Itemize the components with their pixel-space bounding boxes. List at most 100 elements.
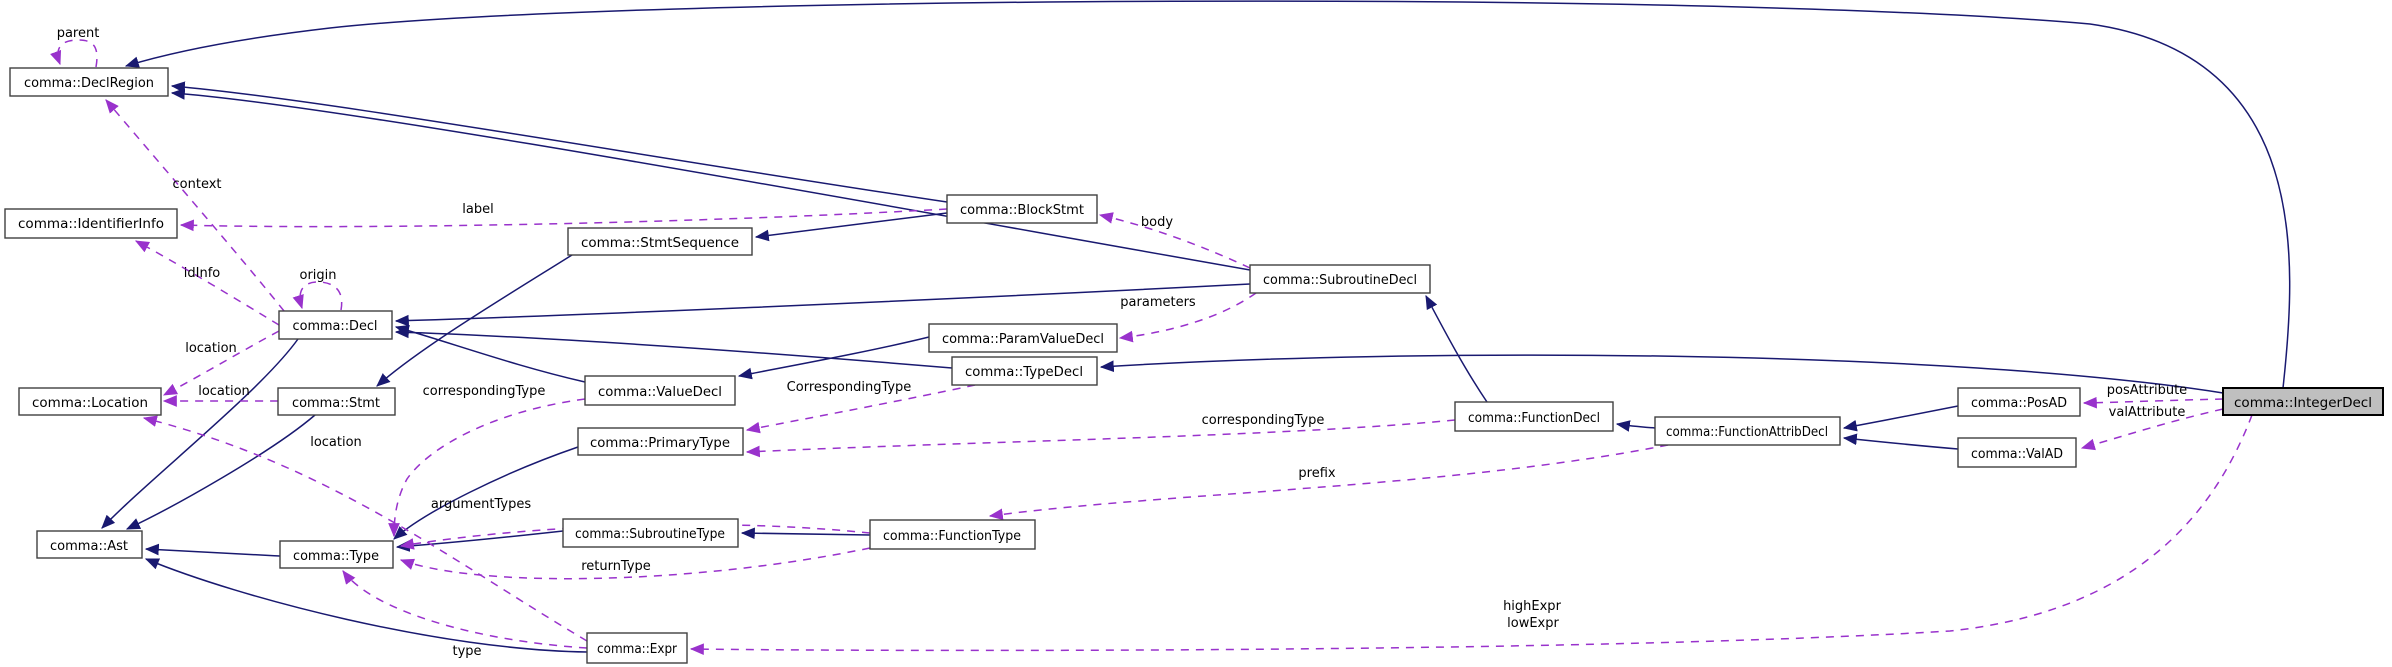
edge-type-to-ast: [144, 543, 281, 557]
edge-label: [179, 208, 948, 232]
edge-label-correspondingtype-functiondecl: correspondingType: [1202, 413, 1325, 428]
edge-label-location-stmt: location: [198, 384, 250, 399]
svg-text:comma::Decl: comma::Decl: [293, 318, 378, 334]
edge-posad-to-functionattribdecl: [1842, 405, 1959, 432]
node-comma-type[interactable]: comma::Type: [279, 540, 394, 569]
edge-expr-to-ast: [144, 558, 588, 653]
svg-text:comma::Stmt: comma::Stmt: [292, 395, 380, 411]
node-comma-primarytype[interactable]: comma::PrimaryType: [577, 427, 744, 456]
edge-primarytype-to-type: [393, 446, 579, 540]
edge-context: [105, 99, 285, 312]
node-comma-integerdecl: comma::IntegerDecl: [2222, 387, 2384, 416]
edge-label-idinfo: idInfo: [184, 266, 221, 281]
edge-label-location-decl: location: [185, 341, 237, 356]
usage-edges: [50, 39, 2253, 655]
edge-parent-self-loop: [50, 39, 98, 68]
svg-text:comma::SubroutineDecl: comma::SubroutineDecl: [1263, 272, 1417, 288]
edge-label-correspondingtype-typedecl: CorrespondingType: [787, 380, 912, 395]
edge-parameters: [1118, 292, 1257, 343]
svg-text:comma::PrimaryType: comma::PrimaryType: [590, 435, 730, 451]
edge-body: [1098, 212, 1251, 269]
node-comma-location[interactable]: comma::Location: [18, 387, 162, 416]
edge-integerdecl-to-typedecl: [1099, 354, 2224, 394]
edge-stmtsequence-to-stmt: [376, 254, 573, 387]
edge-origin-self-loop: [292, 281, 343, 311]
svg-text:comma::DeclRegion: comma::DeclRegion: [24, 75, 154, 91]
svg-text:comma::ValueDecl: comma::ValueDecl: [598, 384, 722, 400]
edge-label-parent: parent: [57, 26, 100, 41]
edge-correspondingtype-functiondecl: [745, 419, 1456, 458]
svg-text:comma::BlockStmt: comma::BlockStmt: [960, 202, 1084, 218]
node-comma-identifierinfo[interactable]: comma::IdentifierInfo: [4, 208, 178, 239]
svg-text:comma::Location: comma::Location: [32, 395, 148, 411]
node-comma-stmt[interactable]: comma::Stmt: [277, 387, 396, 416]
edge-blockstmt-to-declregion: [170, 81, 948, 203]
svg-text:comma::Type: comma::Type: [293, 548, 379, 564]
svg-text:comma::SubroutineType: comma::SubroutineType: [575, 526, 725, 542]
node-comma-posad[interactable]: comma::PosAD: [1957, 387, 2081, 417]
edge-label-location-expr: location: [310, 435, 362, 450]
edge-label-valattribute: valAttribute: [2109, 405, 2186, 420]
graph-nodes: comma::DeclRegion comma::IdentifierInfo …: [4, 67, 2384, 664]
edge-returntype: [399, 547, 871, 580]
edge-subroutinetype-to-type: [395, 530, 564, 552]
edge-label-body: body: [1141, 215, 1173, 230]
node-comma-expr[interactable]: comma::Expr: [586, 632, 688, 664]
node-comma-subroutinedecl[interactable]: comma::SubroutineDecl: [1249, 264, 1431, 294]
edge-typedecl-to-decl: [394, 326, 953, 369]
edge-label-posattribute: posAttribute: [2107, 383, 2187, 398]
edge-label-returntype: returnType: [581, 559, 651, 574]
node-comma-functiondecl[interactable]: comma::FunctionDecl: [1454, 401, 1614, 432]
edge-functiondecl-to-subroutinedecl: [1425, 294, 1488, 403]
edge-label-label: label: [462, 202, 493, 217]
node-comma-declregion[interactable]: comma::DeclRegion: [9, 67, 169, 97]
node-comma-decl[interactable]: comma::Decl: [278, 310, 393, 340]
svg-text:comma::IntegerDecl: comma::IntegerDecl: [2234, 395, 2372, 411]
edge-prefix: [988, 444, 1669, 521]
edge-integerdecl-to-declregion: [124, 0, 2291, 389]
edge-posattribute: [2082, 396, 2224, 409]
svg-text:comma::PosAD: comma::PosAD: [1971, 395, 2067, 411]
edge-label-type: type: [452, 644, 481, 659]
svg-text:comma::ValAD: comma::ValAD: [1971, 446, 2063, 462]
svg-text:comma::ParamValueDecl: comma::ParamValueDecl: [942, 331, 1104, 347]
svg-text:comma::StmtSequence: comma::StmtSequence: [581, 235, 739, 251]
edge-label-parameters: parameters: [1120, 295, 1196, 310]
edge-location-from-expr: [142, 415, 588, 642]
edge-labels: parent origin context idInfo label body …: [57, 26, 2188, 659]
edge-location-from-decl: [162, 330, 280, 396]
edge-valattribute: [2080, 408, 2224, 451]
node-comma-subroutinetype[interactable]: comma::SubroutineType: [562, 518, 739, 548]
svg-text:comma::Expr: comma::Expr: [597, 641, 677, 657]
node-comma-valuedecl[interactable]: comma::ValueDecl: [584, 375, 736, 406]
edge-label-origin: origin: [299, 268, 336, 283]
node-comma-paramvaluedecl[interactable]: comma::ParamValueDecl: [928, 323, 1118, 353]
edge-label-context: context: [173, 177, 222, 192]
node-comma-functionattribdecl[interactable]: comma::FunctionAttribDecl: [1654, 416, 1841, 446]
edge-blockstmt-to-stmtsequence: [754, 212, 948, 242]
edge-type: [342, 570, 588, 649]
edge-functionattribdecl-to-functiondecl: [1615, 420, 1656, 432]
edge-idinfo: [134, 240, 280, 326]
edge-stmt-to-ast: [125, 414, 316, 530]
node-comma-stmtsequence[interactable]: comma::StmtSequence: [567, 227, 753, 256]
svg-text:comma::TypeDecl: comma::TypeDecl: [965, 364, 1083, 380]
node-comma-ast[interactable]: comma::Ast: [36, 530, 143, 559]
edge-label-highexpr: highExpr: [1503, 599, 1562, 614]
inheritance-edges: [101, 0, 2291, 653]
node-comma-valad[interactable]: comma::ValAD: [1957, 437, 2077, 468]
edge-correspondingtype-valuedecl: [388, 398, 586, 538]
svg-text:comma::FunctionDecl: comma::FunctionDecl: [1468, 410, 1600, 426]
edge-valad-to-functionattribdecl: [1842, 433, 1959, 450]
edge-label-argumenttypes: argumentTypes: [431, 497, 531, 512]
edge-label-lowexpr: lowExpr: [1507, 616, 1559, 631]
node-comma-functiontype[interactable]: comma::FunctionType: [869, 519, 1036, 550]
edge-functiontype-to-subroutinetype: [740, 527, 871, 540]
svg-text:comma::FunctionType: comma::FunctionType: [883, 528, 1021, 544]
svg-text:comma::FunctionAttribDecl: comma::FunctionAttribDecl: [1666, 424, 1828, 440]
node-comma-typedecl[interactable]: comma::TypeDecl: [951, 356, 1098, 386]
edge-subroutinedecl-to-decl: [394, 283, 1251, 327]
edge-highexpr-lowexpr: [689, 414, 2253, 655]
node-comma-blockstmt[interactable]: comma::BlockStmt: [946, 194, 1098, 224]
